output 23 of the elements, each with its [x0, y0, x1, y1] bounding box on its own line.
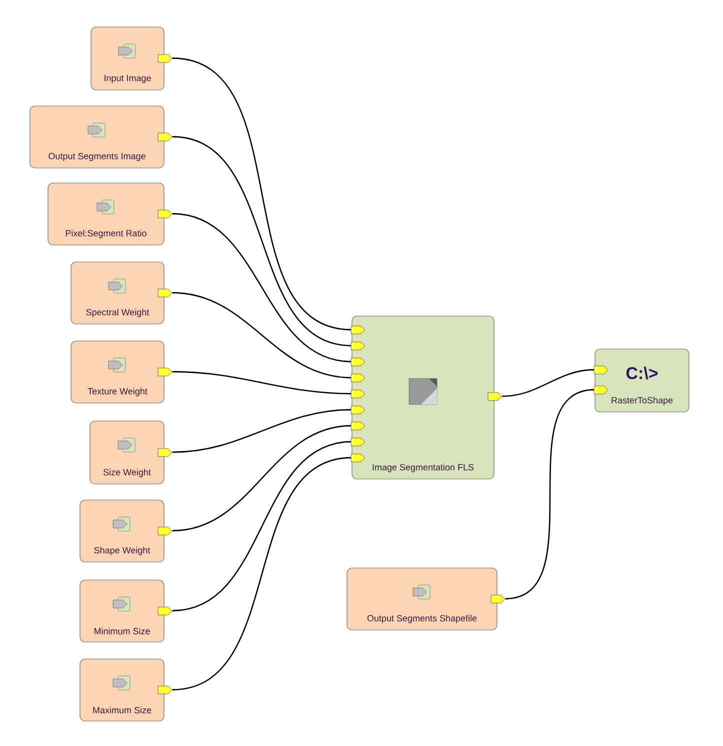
- connector: [172, 454, 366, 690]
- parameter-box: Minimum Size: [80, 580, 164, 642]
- parameter-box: Shape Weight: [80, 500, 164, 562]
- tool-box: Image Segmentation FLS: [352, 316, 494, 480]
- connector: [172, 438, 366, 612]
- parameter-box: Input Image: [90, 26, 164, 90]
- connector: [172, 136, 366, 350]
- connector: [502, 366, 608, 397]
- connector: [172, 58, 366, 334]
- parameter-box: Output Segments Image: [30, 106, 164, 168]
- parameter-box: Spectral Weight: [70, 262, 164, 324]
- parameter-box: Maximum Size: [80, 658, 164, 722]
- parameter-box: Size Weight: [90, 420, 164, 484]
- connector: [172, 371, 366, 398]
- connector: [172, 213, 366, 366]
- parameter-box: Output Segments Shapefile: [346, 568, 498, 630]
- script-box: C:\> RasterToShape: [594, 348, 690, 412]
- parameter-box: Texture Weight: [70, 340, 164, 404]
- connector: [172, 406, 366, 453]
- parameter-box: Pixel:Segment Ratio: [48, 182, 164, 246]
- connector: [172, 422, 366, 532]
- connector: [172, 292, 366, 382]
- connector: [505, 386, 608, 600]
